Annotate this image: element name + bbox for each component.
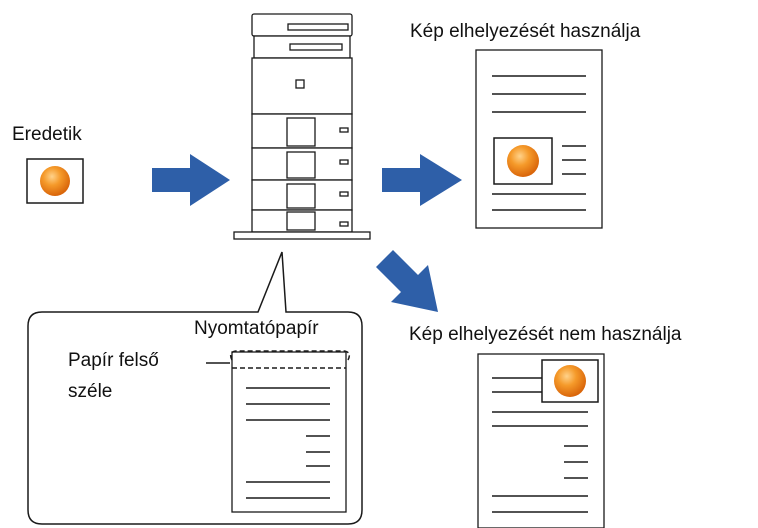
with-placement-label: Kép elhelyezését használja bbox=[410, 21, 641, 42]
orange-ball-image-icon bbox=[507, 145, 539, 177]
paper-top-edge-label-line2: széle bbox=[68, 381, 113, 402]
arrow-right-icon bbox=[382, 154, 462, 206]
arrow-diagonal-down-right-icon bbox=[376, 250, 438, 312]
document-page-icon bbox=[475, 49, 603, 229]
print-paper-label: Nyomtatópapír bbox=[194, 318, 319, 339]
original-image-icon bbox=[26, 158, 84, 204]
print-paper-icon bbox=[229, 350, 351, 513]
without-placement-label: Kép elhelyezését nem használja bbox=[409, 324, 682, 345]
arrow-right-icon bbox=[152, 154, 230, 206]
multifunction-printer-icon bbox=[233, 13, 371, 240]
originals-label: Eredetik bbox=[12, 124, 82, 145]
orange-ball-image-icon bbox=[554, 365, 586, 397]
paper-top-edge-label-line1: Papír felső bbox=[68, 350, 159, 371]
